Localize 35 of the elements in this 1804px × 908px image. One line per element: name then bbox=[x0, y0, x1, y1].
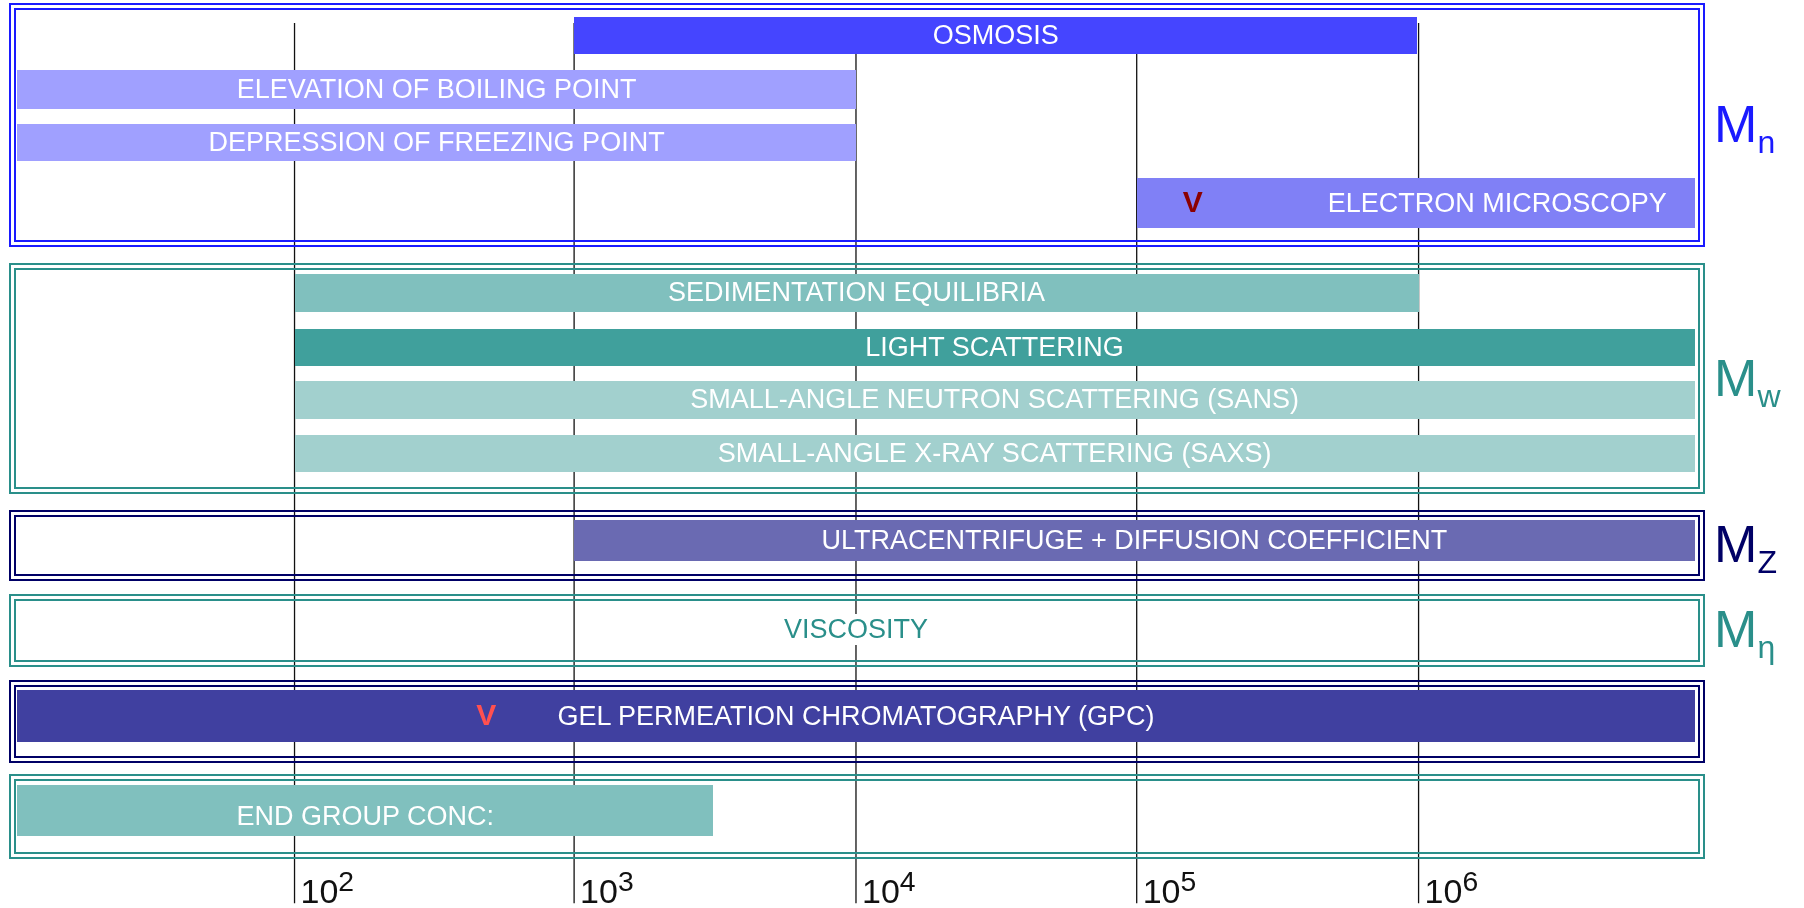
average-label: M$_{w}$ bbox=[1714, 351, 1781, 412]
range-bar bbox=[574, 17, 1418, 55]
panel-frame bbox=[9, 679, 1706, 763]
tick-label: 10$^{5}$ bbox=[1142, 865, 1197, 908]
method-label: SEDIMENTATION EQUILIBRIA bbox=[668, 277, 1046, 309]
range-bar bbox=[17, 690, 1695, 743]
range-bar bbox=[17, 784, 714, 837]
method-label: ELEVATION OF BOILING POINT bbox=[236, 74, 637, 106]
method-label: LIGHT SCATTERING bbox=[865, 331, 1124, 363]
average-label: M$_{n}$ bbox=[1714, 98, 1776, 159]
range-bar bbox=[294, 380, 1695, 419]
range-bar bbox=[294, 273, 1419, 312]
method-label: GEL PERMEATION CHROMATOGRAPHY (GPC) bbox=[557, 700, 1155, 732]
method-label: ELECTRON MICROSCOPY bbox=[1327, 187, 1667, 219]
range-bar bbox=[294, 434, 1695, 472]
method-label: OSMOSIS bbox=[932, 20, 1059, 52]
average-label: M$_{η}$ bbox=[1714, 603, 1776, 664]
marker-label: V bbox=[1182, 185, 1203, 220]
panel-frame bbox=[9, 774, 1706, 860]
range-bar bbox=[17, 124, 856, 162]
method-label: DEPRESSION OF FREEZING POINT bbox=[208, 127, 665, 159]
range-bar bbox=[574, 520, 1695, 562]
method-label: ULTRACENTRIFUGE + DIFFUSION COEFFICIENT bbox=[821, 525, 1448, 557]
method-label: END GROUP CONC: bbox=[236, 801, 495, 833]
marker-label: V bbox=[476, 698, 497, 733]
tick-label: 10$^{2}$ bbox=[300, 865, 355, 908]
tick-label: 10$^{4}$ bbox=[861, 865, 916, 908]
method-label: SMALL-ANGLE X-RAY SCATTERING (SAXS) bbox=[717, 437, 1272, 469]
tick-label: 10$^{3}$ bbox=[580, 865, 634, 908]
tick-label: 10$^{6}$ bbox=[1424, 865, 1479, 908]
method-label: SMALL-ANGLE NEUTRON SCATTERING (SANS) bbox=[690, 384, 1299, 416]
range-bar bbox=[294, 329, 1695, 366]
average-label: M$_{Z}$ bbox=[1714, 518, 1777, 579]
range-bar bbox=[17, 70, 856, 110]
range-bar bbox=[1136, 178, 1695, 228]
